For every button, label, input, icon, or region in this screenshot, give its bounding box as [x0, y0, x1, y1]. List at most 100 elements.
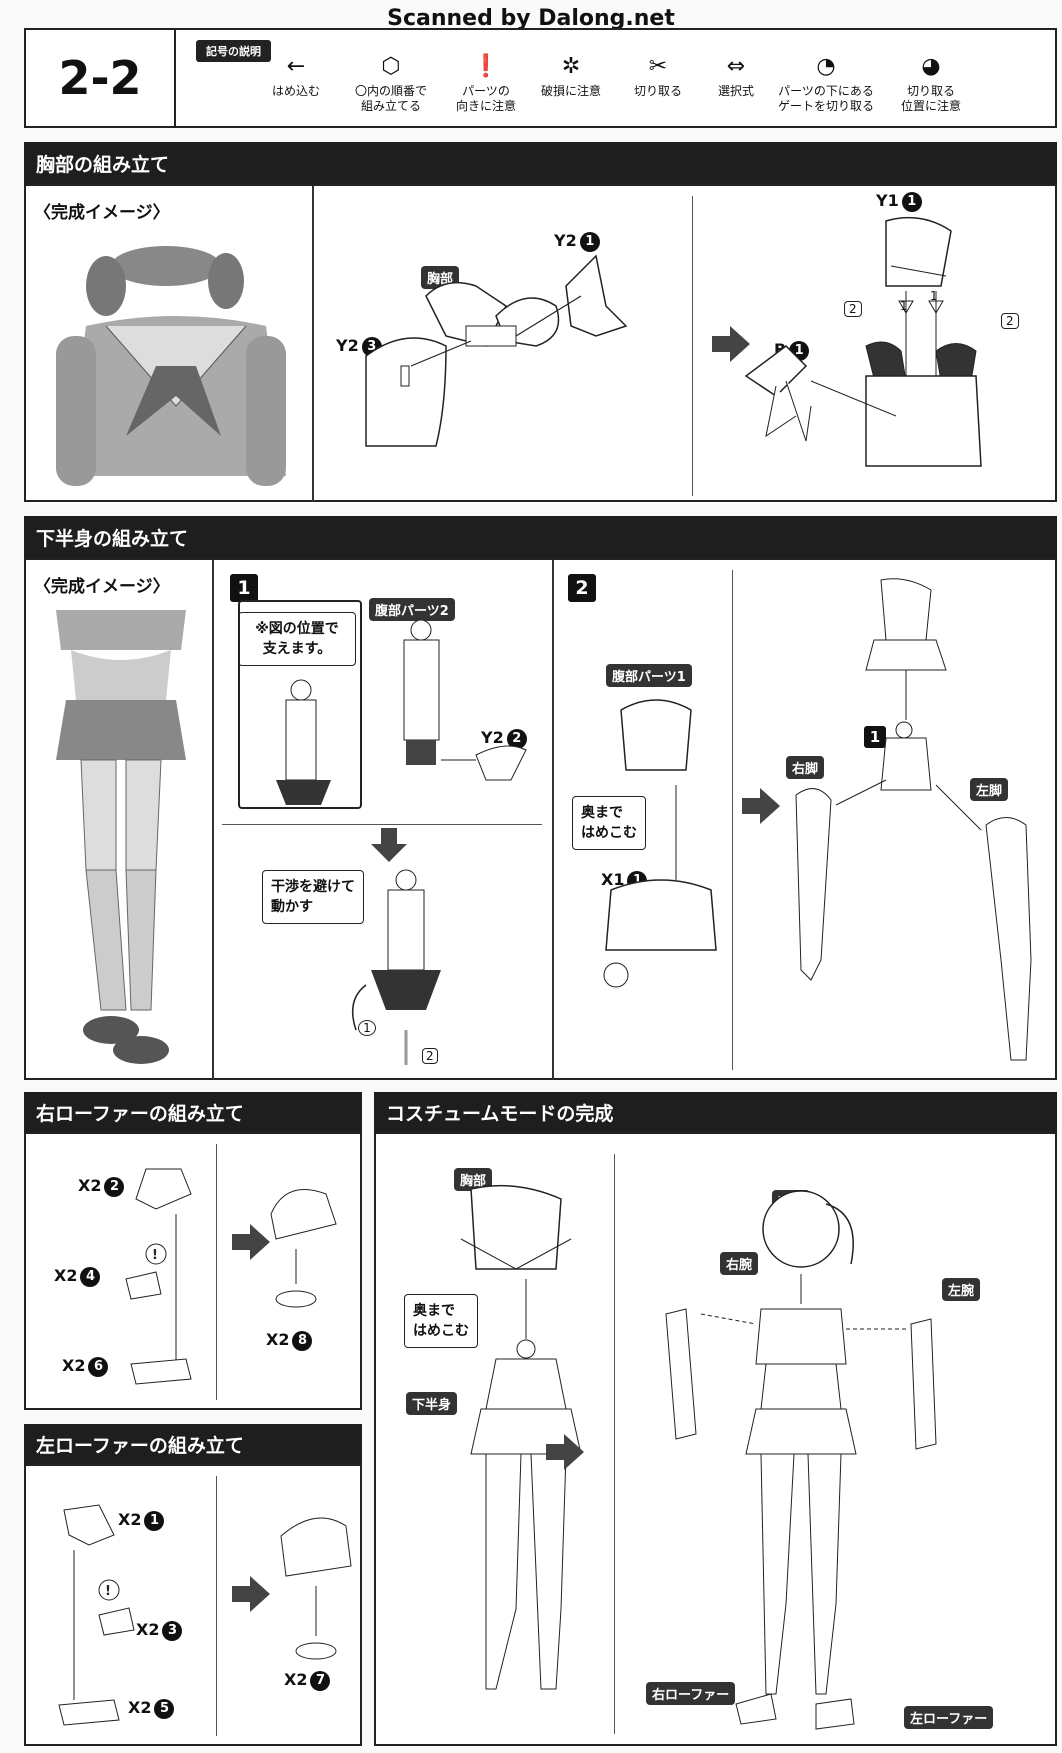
legend-symbol-label: 切り取る	[633, 84, 682, 98]
next-arrow-icon	[232, 1224, 270, 1260]
part-code: X2	[78, 1176, 102, 1195]
svg-text:!: !	[105, 1584, 111, 1599]
chest-frame-diagram	[365, 254, 628, 447]
legend-symbol-label: 選択式	[717, 84, 754, 98]
gate-cut-icon: ◔	[816, 53, 836, 79]
legend-symbol: ⇔ 選択式	[681, 48, 791, 99]
right-leg-label: 右脚	[786, 756, 825, 779]
chest-cover-diagram	[744, 216, 982, 467]
legend-symbol-label: はめ込む	[271, 84, 320, 98]
svg-text:!: !	[152, 1248, 158, 1263]
part-number: 3	[162, 1620, 183, 1641]
legend-symbol-label: 破損に注意	[540, 84, 601, 98]
part-code: X2	[54, 1266, 78, 1285]
divider	[216, 1144, 217, 1400]
costume-parts-diagram	[460, 1184, 582, 1690]
part-code: Y2	[554, 231, 577, 250]
order-1-left: 1	[900, 299, 908, 313]
next-arrow-icon	[546, 1434, 584, 1470]
right-loafer-complete-diagram	[270, 1189, 337, 1308]
next-arrow-icon	[232, 1576, 270, 1612]
complete-image-label: 〈完成イメージ〉	[34, 203, 170, 223]
part-code: X2	[128, 1698, 152, 1717]
lower-body-label: 下半身	[406, 1392, 458, 1415]
left-loafer-complete-diagram	[280, 1517, 352, 1660]
step-1-marker: 1	[230, 574, 258, 602]
support-note-box	[238, 600, 362, 809]
part-number: 2	[506, 728, 527, 749]
part-number: 6	[88, 1356, 109, 1377]
chest-panel: 〈完成イメージ〉 胸部 Y21 Y23 Y11 B1	[24, 184, 1057, 502]
divider	[312, 186, 314, 502]
left-leg-label: 左脚	[970, 778, 1009, 801]
right-loafer-label: 右ローファー	[646, 1682, 736, 1705]
avoid-interference-note: 干渉を避けて 動かす	[262, 870, 364, 924]
down-arrow-icon	[371, 828, 407, 862]
costume-section-header: コスチュームモードの完成	[374, 1092, 1057, 1132]
complete-image-label: 〈完成イメージ〉	[34, 577, 170, 597]
part-number: 7	[310, 1670, 331, 1691]
legs-assembly-diagram	[795, 578, 1032, 1061]
divider	[732, 570, 733, 1070]
divider	[614, 1154, 615, 1734]
legend-title: 記号の説明	[196, 40, 271, 62]
step-2-marker: 2	[568, 574, 596, 602]
legend-symbol: ❗ パーツの 向きに注意	[431, 48, 541, 114]
costume-complete-diagram	[665, 1190, 937, 1730]
step-1-ref: 1	[864, 726, 886, 748]
part-code: X2	[284, 1670, 308, 1689]
scissors-icon: ✂	[648, 53, 668, 79]
order-1: 1	[358, 1020, 376, 1036]
break-warning-icon: ✲	[561, 53, 581, 79]
abdomen-part-2-label: 腹部パーツ2	[369, 598, 455, 621]
divider	[222, 824, 542, 825]
left-loafer-parts-diagram: !	[58, 1504, 135, 1726]
part-code: Y2	[336, 336, 359, 355]
legend-symbol: ⬡ 〇内の順番で 組み立てる	[336, 48, 446, 114]
part-code: X2	[136, 1620, 160, 1639]
costume-panel: 胸部 奥まで はめこむ 下半身 頭部 右腕 左腕 右ローファー 左ローファー	[374, 1132, 1057, 1746]
abdomen-part-1-label: 腹部パーツ1	[606, 664, 692, 687]
choice-arrows-icon: ⇔	[726, 53, 746, 79]
arrow-left-icon: ←	[286, 53, 306, 79]
symbol-legend: 2-2 記号の説明 ← はめ込む ⬡ 〇内の順番で 組み立てる ❗ パーツの 向きに注意 ✲…	[24, 28, 1057, 128]
part-number: 1	[579, 231, 600, 252]
divider	[212, 560, 214, 1080]
exclamation-icon: ❗	[472, 53, 500, 79]
part-number: 1	[144, 1510, 165, 1531]
support-note: ※図の位置で 支えます。	[238, 612, 356, 666]
abdomen-2-rotate-diagram	[351, 869, 441, 1065]
lower-body-section-header: 下半身の組み立て	[24, 516, 1057, 558]
next-arrow-icon	[742, 788, 780, 824]
right-loafer-parts-diagram: !	[125, 1168, 192, 1385]
order-2-right: 2	[1001, 313, 1019, 329]
step-number: 2-2	[26, 30, 176, 126]
part-code: Y2	[481, 728, 504, 747]
chest-section-header: 胸部の組み立て	[24, 142, 1057, 184]
order-2-left: 2	[844, 301, 862, 317]
right-loafer-section-header: 右ローファーの組み立て	[24, 1092, 362, 1132]
legend-symbol: ◕切り取る 位置に注意	[876, 48, 986, 114]
part-code: X2	[118, 1510, 142, 1529]
chest-label: 胸部	[454, 1168, 493, 1191]
legend-symbol-label: パーツの 向きに注意	[455, 84, 516, 113]
divider	[552, 560, 554, 1080]
part-number: 4	[80, 1266, 101, 1287]
hexagon-number-icon: ⬡	[381, 53, 401, 79]
part-code: X1	[601, 870, 625, 889]
divider	[216, 1476, 217, 1736]
press-deep-note: 奥まで はめこむ	[404, 1294, 478, 1348]
legend-symbol: ← はめ込む	[241, 48, 351, 99]
legend-symbol-label: 〇内の順番で 組み立てる	[354, 84, 427, 113]
watermark: Scanned by Dalong.net	[387, 6, 675, 31]
